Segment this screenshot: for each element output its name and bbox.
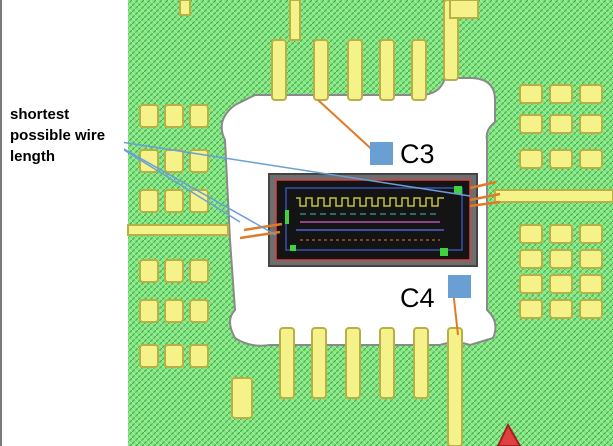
annotation-line-3: length bbox=[10, 148, 55, 165]
left-margin bbox=[0, 0, 128, 446]
chip-die bbox=[268, 173, 478, 267]
capacitor-c4-label: C4 bbox=[400, 283, 435, 313]
corner-marker bbox=[496, 422, 522, 446]
left-trace bbox=[127, 224, 229, 236]
capacitor-c4-box bbox=[448, 275, 471, 298]
annotation-line-1: shortest bbox=[10, 106, 69, 123]
annotation-line-2: possible wire bbox=[10, 127, 105, 144]
right-pad-array bbox=[519, 84, 603, 319]
pointer-lines bbox=[107, 99, 471, 336]
left-pad-array bbox=[139, 104, 209, 368]
bottom-bond-fingers bbox=[231, 327, 463, 446]
capacitor-c3-box bbox=[370, 142, 393, 165]
capacitor-c3-label: C3 bbox=[400, 139, 435, 169]
annotation-box: shortest possible wire length bbox=[6, 100, 124, 176]
right-trace bbox=[494, 189, 613, 203]
top-bond-fingers bbox=[179, 0, 479, 101]
